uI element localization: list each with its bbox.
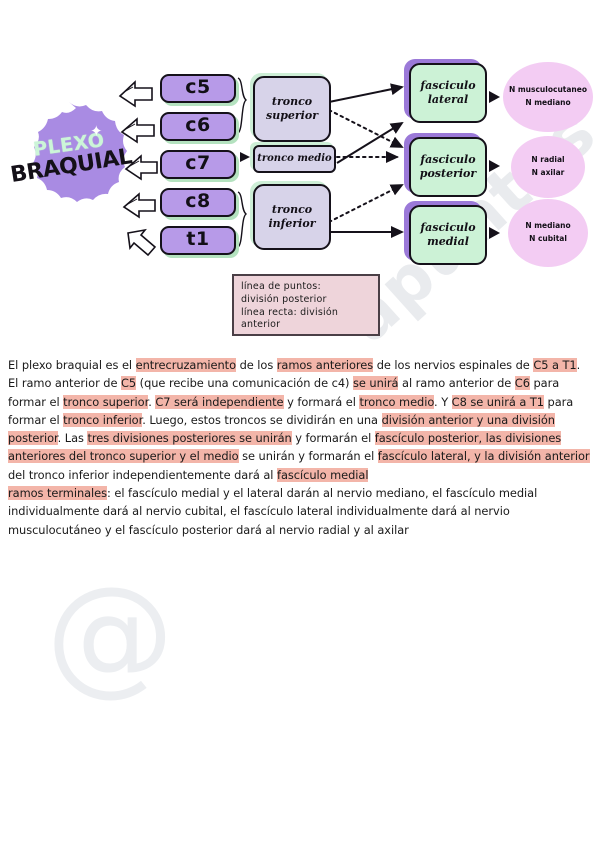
plain-text: del tronco inferior independientemente d…: [8, 467, 277, 482]
brachial-plexus-diagram: PLEXO BRAQUIAL ✦ ✦ ✦ c5 c6 c7 c8 t1 tron…: [0, 0, 600, 350]
highlighted-text: C7 será independiente: [155, 394, 284, 409]
logo-blob-shape: [33, 102, 127, 202]
highlighted-text: ramos anteriores: [276, 358, 374, 372]
arrowhead-c7-to-trunk-medio: [240, 152, 250, 162]
plain-text: . Luego, estos troncos se dividirán en u…: [142, 412, 382, 427]
legend-line-1: línea de puntos:: [241, 281, 321, 292]
trunk-superior-line2: superior: [266, 109, 318, 122]
diagram-legend: línea de puntos: división posterior líne…: [232, 274, 380, 336]
link-medio-to-lateral: [336, 121, 404, 164]
terminal-lateral-line1: N musculocutaneo: [508, 85, 588, 95]
plain-text: : el fascículo medial y el lateral darán…: [8, 486, 538, 537]
trunk-medio-label: tronco medio: [257, 152, 332, 164]
plain-text: .: [148, 394, 156, 409]
trunk-inferior-line2: inferior: [268, 217, 316, 230]
diagram-connectors: [118, 77, 500, 257]
sparkle-icon: ✦: [90, 122, 103, 140]
plain-text: y formarán el: [291, 431, 375, 446]
plain-text: (que recibe una comunicación de c4): [136, 376, 354, 391]
cord-posterior-line2: posterior: [419, 167, 477, 180]
nerve-box-c8[interactable]: c8: [160, 188, 236, 217]
arrowhead-posterior-to-nerves: [489, 160, 500, 172]
nerve-box-t1[interactable]: t1: [160, 226, 236, 255]
plain-text: de los nervios espinales de: [373, 358, 534, 372]
plain-text: y formará el: [283, 394, 360, 409]
highlighted-text: C5 a T1: [533, 358, 577, 372]
trunk-box-medio[interactable]: tronco medio: [253, 145, 336, 173]
brace-c8-t1: [237, 191, 248, 248]
notes-body: El plexo braquial es el entrecruzamiento…: [8, 356, 592, 539]
input-arrow-c5: [118, 80, 153, 108]
nerve-box-c7[interactable]: c7: [160, 150, 236, 179]
nerve-box-c6[interactable]: c6: [160, 112, 236, 141]
link-superior-to-posterior: [328, 109, 404, 148]
highlighted-text: fascículo lateral, y la división anterio…: [377, 449, 590, 464]
terminal-nerves-posterior: N radial N axilar: [511, 136, 585, 198]
paragraph-terminal-branches: ramos terminales: el fascículo medial y …: [8, 484, 592, 539]
highlighted-text: tronco superior: [63, 394, 149, 409]
arrowhead-lateral-to-nerves: [489, 91, 500, 103]
legend-line-3: línea recta: división: [241, 306, 339, 318]
sparkle-icon: ✦: [106, 191, 115, 202]
plain-text: . El ramo anterior de: [8, 358, 581, 391]
highlighted-text: tronco medio: [359, 394, 435, 409]
cord-lateral-line2: lateral: [427, 93, 469, 106]
terminal-posterior-line1: N radial: [531, 155, 565, 165]
sparkle-icon: ✦: [26, 185, 37, 199]
plain-text: . Las: [57, 431, 88, 446]
nerve-box-c5[interactable]: c5: [160, 74, 236, 103]
cord-medial-line2: medial: [427, 235, 469, 248]
paragraph-plexus-description: El plexo braquial es el entrecruzamiento…: [8, 356, 592, 484]
trunk-superior-line1: tronco: [271, 95, 313, 109]
highlighted-text: tronco inferior: [63, 412, 143, 427]
terminal-lateral-line2: N mediano: [525, 98, 571, 107]
plain-text: de los: [236, 358, 277, 372]
input-arrow-t1: [127, 228, 157, 257]
plain-text: El plexo braquial es el: [8, 358, 136, 372]
plain-text: se unirán y formarán el: [238, 449, 378, 464]
plain-text: para formar el: [8, 376, 560, 409]
terminal-medial-line2: N cubital: [529, 234, 567, 243]
plain-text: . Y: [434, 394, 452, 409]
cord-posterior-line1: fasciculo: [420, 152, 476, 166]
link-inferior-to-posterior: [328, 184, 404, 223]
input-arrow-c7: [124, 154, 158, 181]
arrowhead-medial-to-nerves: [489, 227, 500, 239]
highlighted-text: entrecruzamiento: [135, 358, 236, 372]
plexo-braquial-logo: PLEXO BRAQUIAL ✦ ✦ ✦: [9, 100, 134, 222]
highlighted-text: C5: [121, 376, 137, 391]
cord-medial-line1: fasciculo: [420, 220, 476, 234]
legend-line-2: división posterior: [241, 293, 327, 305]
highlighted-text: fascículo medial: [277, 467, 369, 482]
brace-c5-c6: [237, 77, 248, 134]
terminal-nerves-medial: N mediano N cubital: [508, 199, 588, 267]
cord-box-lateral[interactable]: fasciculo lateral: [409, 63, 487, 123]
plain-text: al ramo anterior de: [398, 376, 515, 391]
highlighted-text: tres divisiones posteriores se unirán: [87, 431, 292, 446]
highlighted-text: C6: [514, 376, 530, 391]
terminal-posterior-line2: N axilar: [531, 168, 565, 177]
highlighted-text: C8 se unirá a T1: [451, 394, 544, 409]
link-superior-to-lateral: [328, 83, 404, 103]
cord-lateral-line1: fasciculo: [420, 78, 476, 92]
terminal-nerves-lateral: N musculocutaneo N mediano: [503, 62, 593, 132]
watermark-at-icon: @: [46, 560, 174, 709]
plain-text: para formar el: [8, 394, 574, 427]
terminal-medial-line1: N mediano: [525, 221, 571, 231]
trunk-box-inferior[interactable]: tronco inferior: [253, 184, 331, 250]
highlighted-text: ramos terminales: [8, 486, 108, 501]
cord-box-medial[interactable]: fasciculo medial: [409, 205, 487, 265]
trunk-inferior-line1: tronco: [271, 203, 313, 217]
legend-line-4: anterior: [241, 319, 281, 331]
input-arrow-c8: [122, 192, 156, 219]
trunk-box-superior[interactable]: tronco superior: [253, 76, 331, 142]
input-arrow-c6: [120, 117, 155, 144]
highlighted-text: se unirá: [353, 376, 399, 391]
cord-box-posterior[interactable]: fasciculo posterior: [409, 137, 487, 197]
